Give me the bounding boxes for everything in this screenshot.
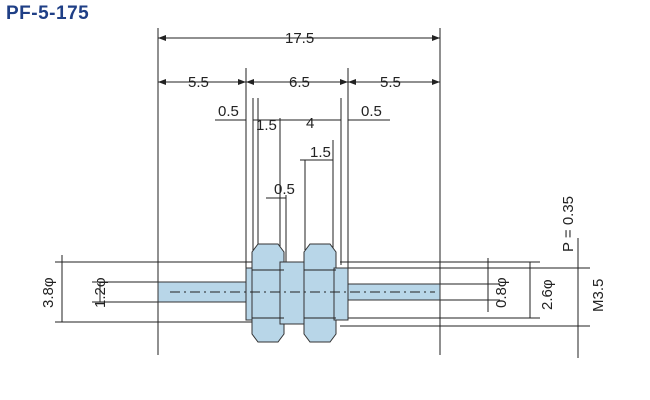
dim-right-body-diameter: 2.6φ [539,279,556,310]
center-body [279,261,308,325]
dimension-lines [61,35,579,358]
horizontal-extensions [55,261,590,327]
dim-pitch: P = 0.35 [560,196,577,252]
dim-right-washer: 0.5 [361,103,382,120]
dim-upper-nut: 1.5 [310,144,331,161]
dim-pin-diameter: 1.2φ [92,277,109,308]
dim-thread: M3.5 [590,279,607,312]
right-hex-nut [303,243,337,343]
connector-part [157,243,441,343]
dim-overall: 17.5 [285,30,314,47]
dim-right-pin-diameter: 0.8φ [493,277,510,308]
right-washer [333,267,349,321]
dim-left-segment: 5.5 [188,74,209,91]
dim-center-gap: 4 [306,115,314,132]
dim-center-segment: 6.5 [289,74,310,91]
dim-left-washer: 0.5 [218,103,239,120]
dim-shoulder: 0.5 [274,181,295,198]
dim-right-segment: 5.5 [380,74,401,91]
dim-left-nut: 1.5 [256,117,277,134]
dim-outer-diameter: 3.8φ [40,277,57,308]
part-title: PF-5-175 [6,3,90,24]
left-hex-nut [251,243,285,343]
